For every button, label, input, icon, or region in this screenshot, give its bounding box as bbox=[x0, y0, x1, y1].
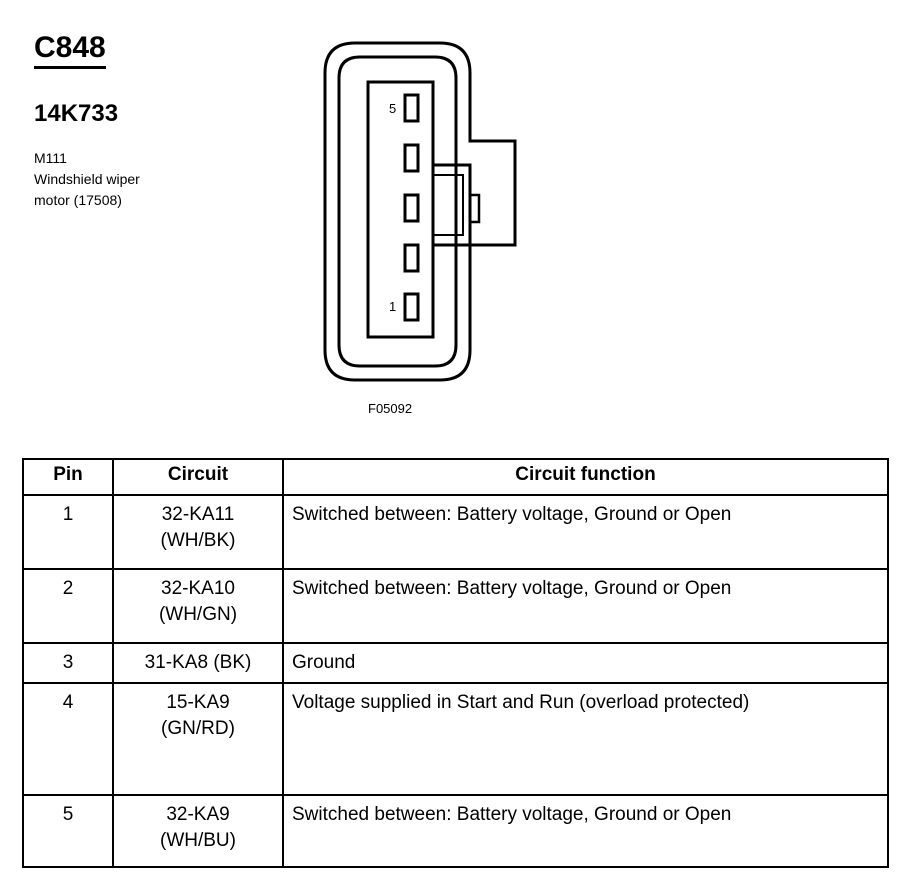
wire-color: (WH/GN) bbox=[158, 604, 238, 625]
wire-color: (WH/BU) bbox=[160, 830, 236, 851]
table-row: 5 32-KA9 (WH/BU) Switched between: Batte… bbox=[22, 794, 889, 868]
connector-face-diagram: 5 1 bbox=[323, 41, 517, 382]
table-header-row: Pin Circuit Circuit function bbox=[22, 458, 889, 496]
connector-outer-shell bbox=[323, 41, 517, 382]
table-row: 2 32-KA10 (WH/GN) Switched between: Batt… bbox=[22, 568, 889, 644]
cell-circuit: 31-KA8 (BK) bbox=[112, 642, 284, 684]
description-line: M111 bbox=[34, 150, 67, 166]
part-number: 14K733 bbox=[34, 100, 119, 127]
cell-function: Voltage supplied in Start and Run (overl… bbox=[282, 682, 889, 796]
cell-circuit: 32-KA9 (WH/BU) bbox=[112, 794, 284, 868]
figure-id: F05092 bbox=[368, 401, 413, 416]
pin-terminal-5 bbox=[403, 93, 420, 123]
latch-bump bbox=[468, 193, 481, 224]
cell-circuit: 32-KA10 (WH/GN) bbox=[112, 568, 284, 644]
header-pin: Pin bbox=[22, 458, 114, 496]
header-circuit: Circuit bbox=[112, 458, 284, 496]
cell-circuit: 15-KA9 (GN/RD) bbox=[112, 682, 284, 796]
circuit-number: 32-KA11 bbox=[161, 504, 235, 525]
pin-terminal-4 bbox=[403, 143, 420, 173]
connector-id: C848 bbox=[34, 32, 106, 69]
description-line: Windshield wiper bbox=[34, 171, 140, 187]
pin-terminal-1 bbox=[403, 292, 420, 322]
circuit-number: 31-KA8 (BK) bbox=[144, 652, 252, 673]
circuit-number: 32-KA10 bbox=[161, 578, 235, 599]
pin-label-bottom: 1 bbox=[389, 299, 396, 314]
cell-function: Switched between: Battery voltage, Groun… bbox=[282, 794, 889, 868]
header-circuit-function: Circuit function bbox=[282, 458, 889, 496]
cell-pin: 2 bbox=[22, 568, 114, 644]
cell-pin: 3 bbox=[22, 642, 114, 684]
cell-function: Switched between: Battery voltage, Groun… bbox=[282, 494, 889, 570]
table-row: 1 32-KA11 (WH/BK) Switched between: Batt… bbox=[22, 494, 889, 570]
component-description: M111 Windshield wiper motor (17508) bbox=[34, 148, 140, 211]
cell-pin: 5 bbox=[22, 794, 114, 868]
table-row: 4 15-KA9 (GN/RD) Voltage supplied in Sta… bbox=[22, 682, 889, 796]
table-row: 3 31-KA8 (BK) Ground bbox=[22, 642, 889, 684]
connector-inner-shell bbox=[337, 55, 458, 368]
wire-color: (GN/RD) bbox=[161, 718, 235, 739]
circuit-number: 32-KA9 bbox=[166, 804, 230, 825]
description-line: motor (17508) bbox=[34, 192, 122, 208]
cell-pin: 1 bbox=[22, 494, 114, 570]
pin-label-top: 5 bbox=[389, 101, 396, 116]
latch bbox=[431, 163, 472, 247]
cell-function: Switched between: Battery voltage, Groun… bbox=[282, 568, 889, 644]
cell-function: Ground bbox=[282, 642, 889, 684]
latch-inner bbox=[432, 174, 464, 236]
circuit-number: 15-KA9 bbox=[166, 692, 230, 713]
pin-terminal-3 bbox=[403, 193, 420, 223]
cell-circuit: 32-KA11 (WH/BK) bbox=[112, 494, 284, 570]
pin-terminal-2 bbox=[403, 243, 420, 273]
wire-color: (WH/BK) bbox=[160, 530, 236, 551]
cell-pin: 4 bbox=[22, 682, 114, 796]
pin-table: Pin Circuit Circuit function 1 32-KA11 (… bbox=[22, 458, 889, 868]
pin-cavity-block bbox=[366, 80, 435, 339]
